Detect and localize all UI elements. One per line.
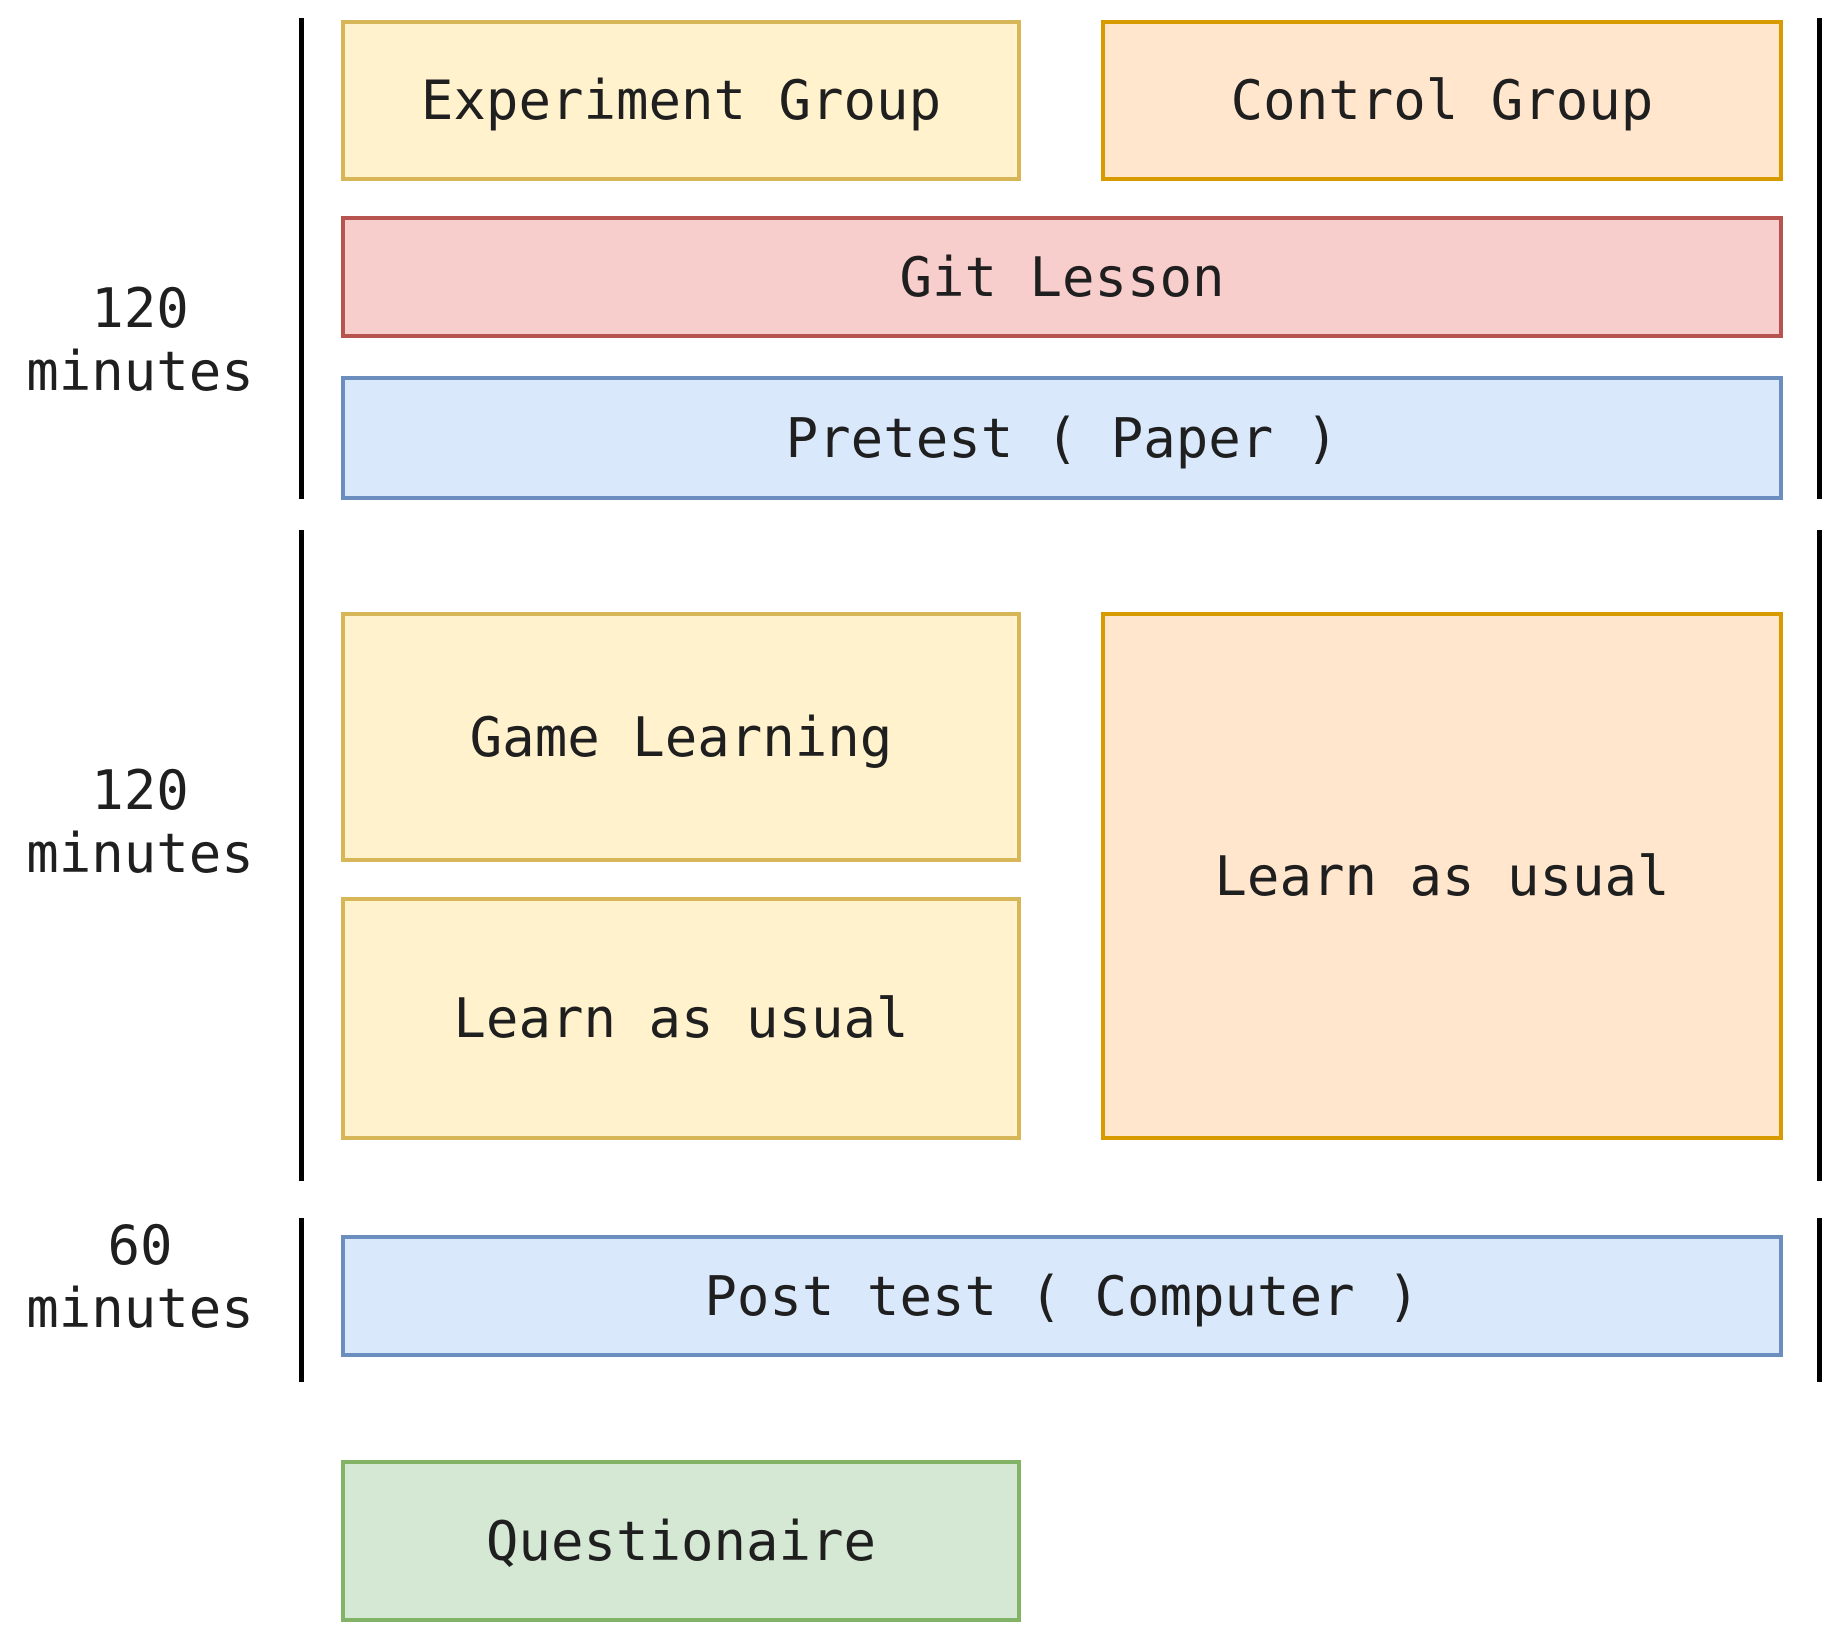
phase1-duration-unit: minutes xyxy=(26,340,254,403)
box-learn-as-usual-experiment-label: Learn as usual xyxy=(453,987,909,1050)
box-learn-as-usual-control: Learn as usual xyxy=(1101,612,1783,1140)
box-control-group: Control Group xyxy=(1101,20,1783,181)
phase3-duration-unit: minutes xyxy=(26,1277,254,1340)
phase1-duration-value: 120 xyxy=(91,277,189,340)
box-git-lesson: Git Lesson xyxy=(341,216,1783,338)
phase2-left-bracket-line xyxy=(299,530,304,1181)
phase2-duration-label: 120 minutes xyxy=(0,759,280,885)
box-experiment-group-label: Experiment Group xyxy=(420,69,942,132)
box-git-lesson-label: Git Lesson xyxy=(899,245,1225,309)
phase2-duration-value: 120 xyxy=(91,759,189,822)
phase1-duration-label: 120 minutes xyxy=(0,277,280,403)
phase2-duration-unit: minutes xyxy=(26,822,254,885)
phase3-duration-value: 60 xyxy=(107,1214,173,1277)
box-post-test: Post test ( Computer ) xyxy=(341,1235,1783,1357)
phase2-right-bracket-line xyxy=(1817,530,1822,1181)
box-experiment-group: Experiment Group xyxy=(341,20,1021,181)
box-pretest-label: Pretest ( Paper ) xyxy=(785,406,1339,470)
box-learn-as-usual-experiment: Learn as usual xyxy=(341,897,1021,1140)
box-questionaire-label: Questionaire xyxy=(485,1509,877,1573)
box-pretest: Pretest ( Paper ) xyxy=(341,376,1783,500)
phase1-left-bracket-line xyxy=(299,18,304,499)
box-post-test-label: Post test ( Computer ) xyxy=(704,1264,1420,1328)
phase3-right-bracket-line xyxy=(1817,1218,1822,1382)
box-control-group-label: Control Group xyxy=(1230,69,1654,132)
phase3-duration-label: 60 minutes xyxy=(0,1214,280,1340)
box-game-learning-label: Game Learning xyxy=(469,705,893,769)
phase3-left-bracket-line xyxy=(299,1218,304,1382)
phase1-right-bracket-line xyxy=(1817,18,1822,499)
box-learn-as-usual-control-label: Learn as usual xyxy=(1214,844,1670,908)
box-questionaire: Questionaire xyxy=(341,1460,1021,1622)
box-game-learning: Game Learning xyxy=(341,612,1021,862)
